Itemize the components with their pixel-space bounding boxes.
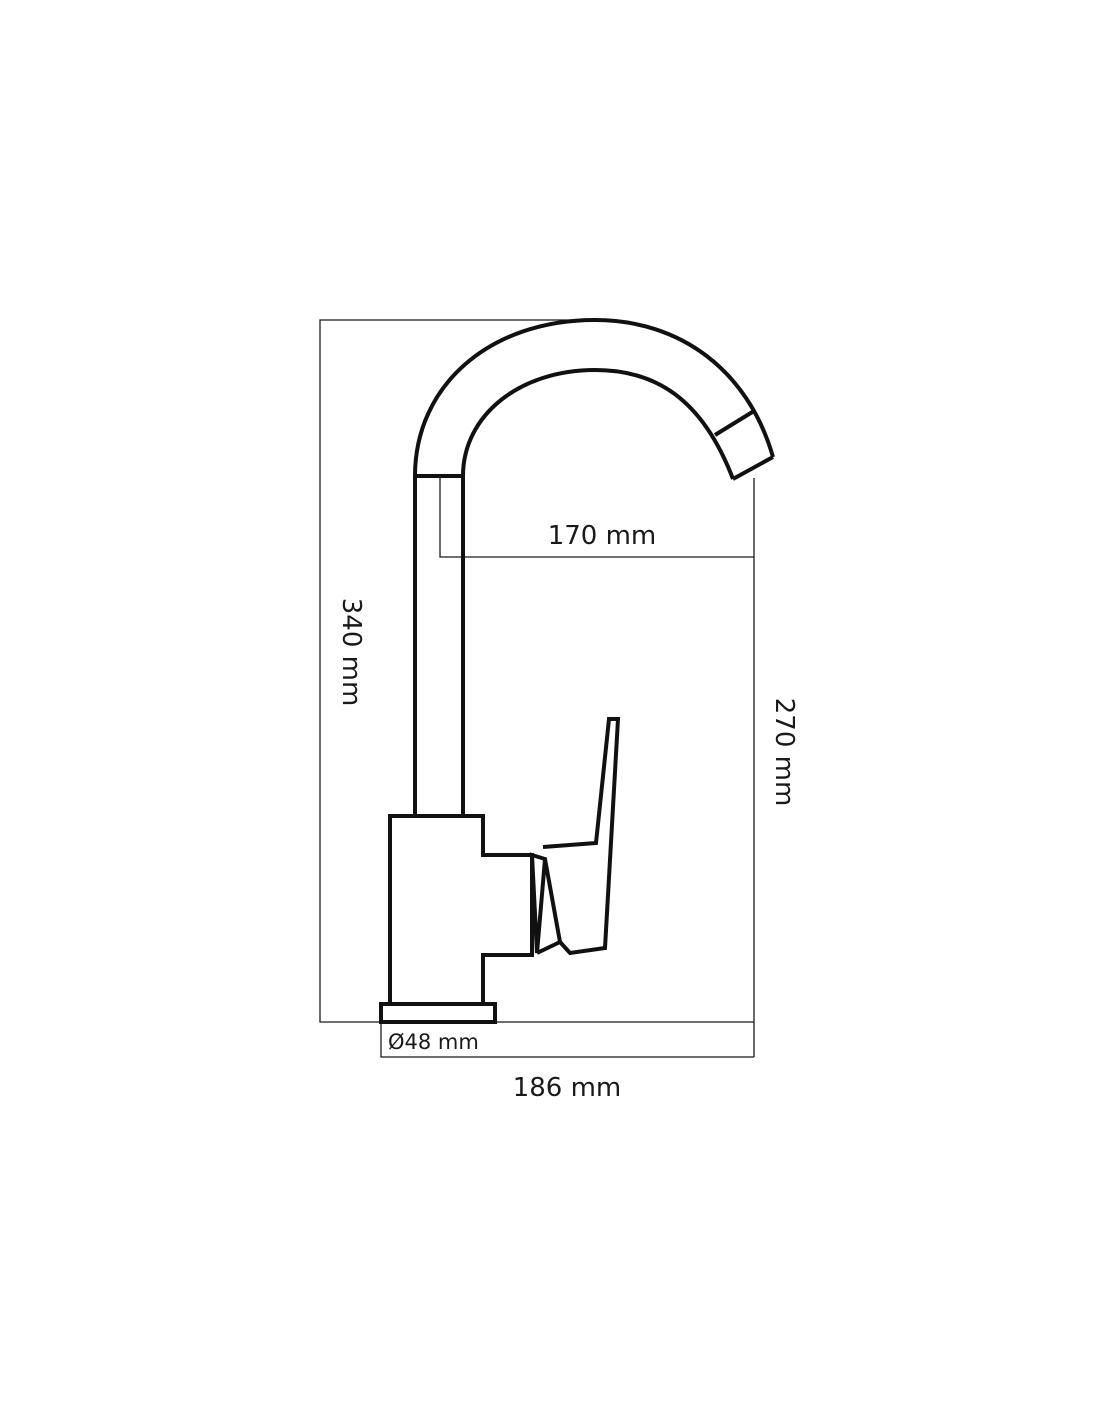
body xyxy=(388,814,534,1004)
stem xyxy=(413,476,465,816)
reach-170-bracket xyxy=(439,476,754,558)
faucet xyxy=(379,317,775,1024)
depth-186-bracket xyxy=(380,1022,754,1058)
handle xyxy=(529,717,621,956)
height-340-bracket xyxy=(319,319,754,1023)
spout-inner xyxy=(461,367,735,480)
reach-label: 170 mm xyxy=(548,521,657,551)
handle-cartridge xyxy=(536,940,561,955)
dimension-lines xyxy=(319,319,755,1058)
depth-label: 186 mm xyxy=(513,1073,622,1103)
spout-outer xyxy=(413,317,775,477)
spout-height-label: 270 mm xyxy=(769,698,799,807)
aerator xyxy=(713,409,774,481)
base-diameter-label: Ø48 mm xyxy=(388,1030,479,1054)
base-plate xyxy=(379,1002,497,1024)
total-height-label: 340 mm xyxy=(336,598,366,707)
